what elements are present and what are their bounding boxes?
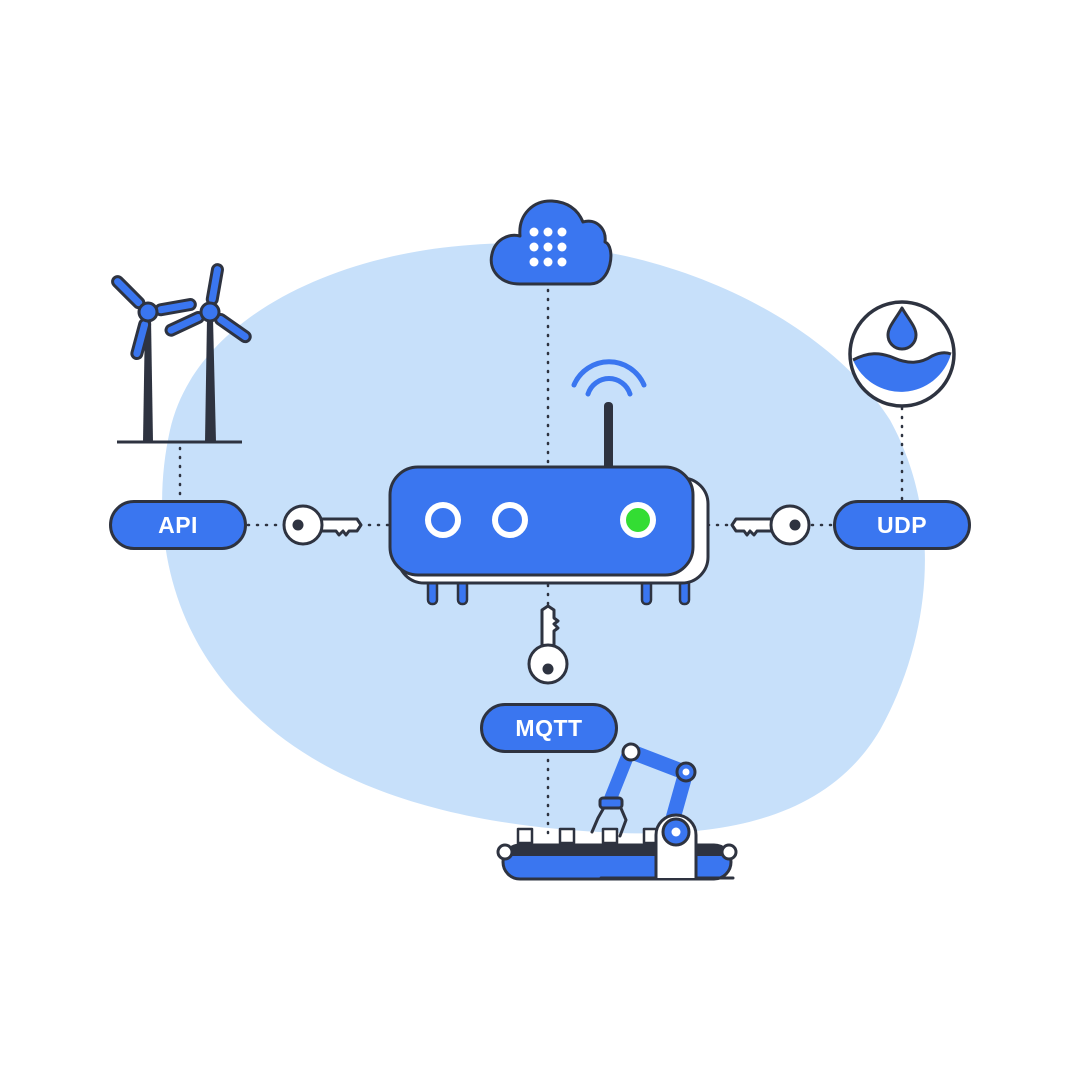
wifi-icon xyxy=(571,359,647,397)
connection-lines xyxy=(178,288,904,842)
key-icon xyxy=(527,604,569,685)
wind-turbine-icon xyxy=(111,263,252,444)
key-icon xyxy=(282,504,363,546)
mqtt-label: MQTT xyxy=(480,703,618,753)
water-drop-icon xyxy=(848,300,956,408)
udp-label: UDP xyxy=(833,500,971,550)
cloud-icon xyxy=(489,199,613,286)
robot-arm-icon xyxy=(496,742,738,881)
key-icon xyxy=(730,504,811,546)
status-led xyxy=(620,502,656,538)
router-icon xyxy=(388,359,710,606)
api-label: API xyxy=(109,500,247,550)
